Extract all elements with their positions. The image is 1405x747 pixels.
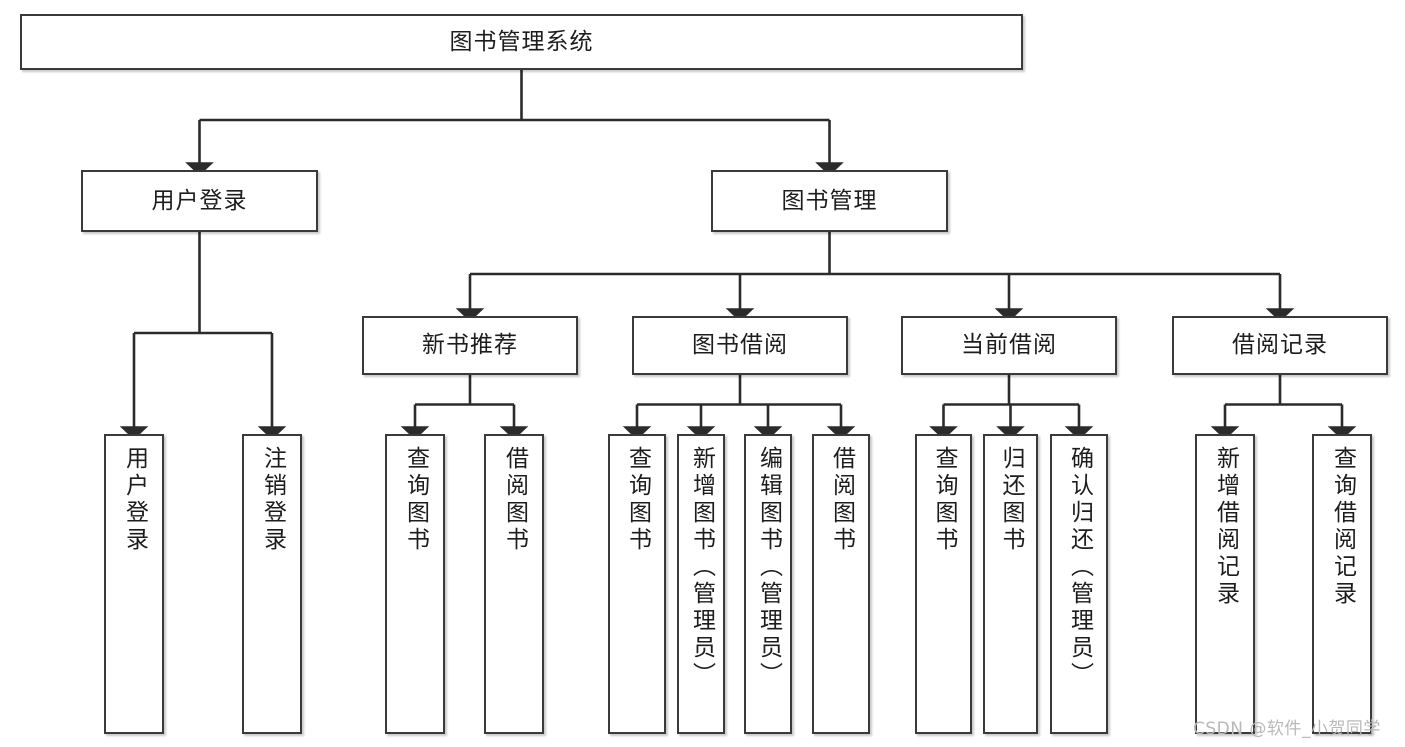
node-records[interactable]: 借阅记录: [1172, 316, 1388, 375]
watermark-csdn: CSDN @软件_小贺同学: [1193, 719, 1381, 739]
node-leaf-11[interactable]: 确认归还（管理员）: [1050, 434, 1108, 734]
node-leaf-3[interactable]: 查询图书: [385, 434, 445, 734]
node-leaf-7[interactable]: 编辑图书（管理员）: [744, 434, 792, 734]
node-label: 图书管理系统: [449, 28, 594, 55]
node-borrow[interactable]: 图书借阅: [632, 316, 848, 375]
node-leaf-9[interactable]: 查询图书: [915, 434, 972, 734]
node-leaf-4[interactable]: 借阅图书: [484, 434, 544, 734]
node-label: 新增借阅记录: [1212, 446, 1239, 608]
node-label: 当前借阅: [961, 332, 1057, 359]
node-leaf-12[interactable]: 新增借阅记录: [1195, 434, 1255, 734]
node-label: 借阅记录: [1232, 332, 1328, 359]
node-leaf-2[interactable]: 注销登录: [242, 434, 302, 734]
node-label: 编辑图书（管理员）: [755, 446, 782, 689]
node-label: 查询图书: [931, 446, 957, 554]
edge-group: [119, 70, 1357, 440]
node-label: 查询图书: [624, 446, 651, 554]
node-label: 图书管理: [781, 187, 878, 214]
node-label: 归还图书: [998, 446, 1024, 554]
node-leaf-13[interactable]: 查询借阅记录: [1312, 434, 1372, 734]
node-label: 借阅图书: [501, 446, 528, 554]
node-label: 查询图书: [402, 446, 429, 554]
node-label: 查询借阅记录: [1329, 446, 1356, 608]
node-label: 借阅图书: [828, 446, 855, 554]
node-label: 新书推荐: [422, 332, 518, 359]
node-label: 图书借阅: [692, 332, 788, 359]
node-leaf-1[interactable]: 用户登录: [104, 434, 164, 734]
node-newbook[interactable]: 新书推荐: [362, 316, 578, 375]
node-label: 注销登录: [259, 446, 286, 554]
node-current[interactable]: 当前借阅: [901, 316, 1117, 375]
node-leaf-5[interactable]: 查询图书: [608, 434, 666, 734]
node-label: 新增图书（管理员）: [688, 446, 715, 689]
node-bookmgmt[interactable]: 图书管理: [711, 170, 948, 232]
node-label: 用户登录: [151, 187, 248, 214]
node-leaf-8[interactable]: 借阅图书: [812, 434, 870, 734]
node-label: 确认归还（管理员）: [1066, 446, 1093, 689]
node-leaf-10[interactable]: 归还图书: [983, 434, 1038, 734]
node-leaf-6[interactable]: 新增图书（管理员）: [677, 434, 725, 734]
node-root[interactable]: 图书管理系统: [20, 14, 1023, 70]
node-label: 用户登录: [121, 446, 148, 554]
node-login[interactable]: 用户登录: [81, 170, 318, 232]
